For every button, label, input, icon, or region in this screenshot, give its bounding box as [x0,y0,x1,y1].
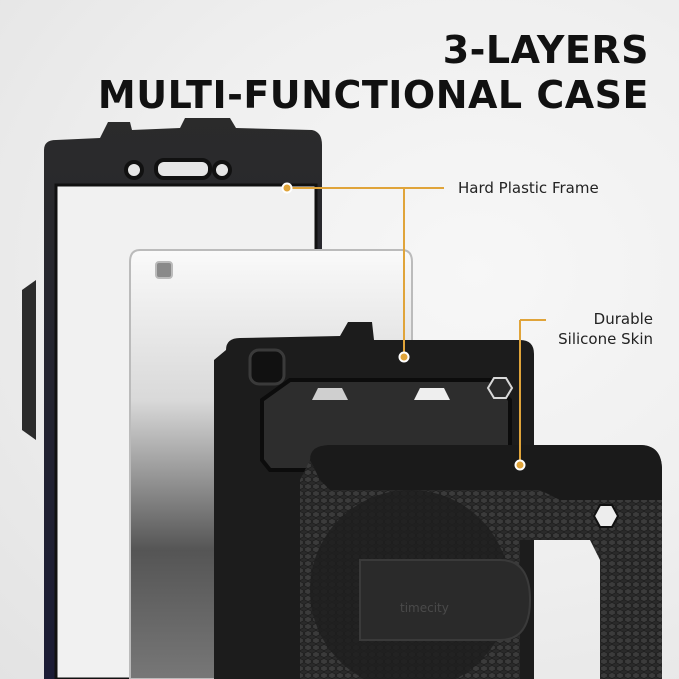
frame-callout-dot-icon [281,182,293,194]
silicone-skin-label-line-1: Durable [593,310,653,328]
headline-line-2: MULTI-FUNCTIONAL CASE [97,73,649,117]
silicone-skin-label: Durable Silicone Skin [558,309,653,349]
shell-callout-dot-icon [398,351,410,363]
skin-callout-dot-icon [514,459,526,471]
callout-dots [281,182,526,471]
callout-lines [287,187,546,465]
brand-logo: timecity [400,601,449,615]
hard-plastic-frame-label: Hard Plastic Frame [458,179,599,197]
headline: 3-LAYERS MULTI-FUNCTIONAL CASE [98,28,649,118]
headline-line-1: 3-LAYERS [442,28,649,72]
silicone-skin-label-line-2: Silicone Skin [558,330,653,348]
silicone-skin: timecity [300,445,662,679]
